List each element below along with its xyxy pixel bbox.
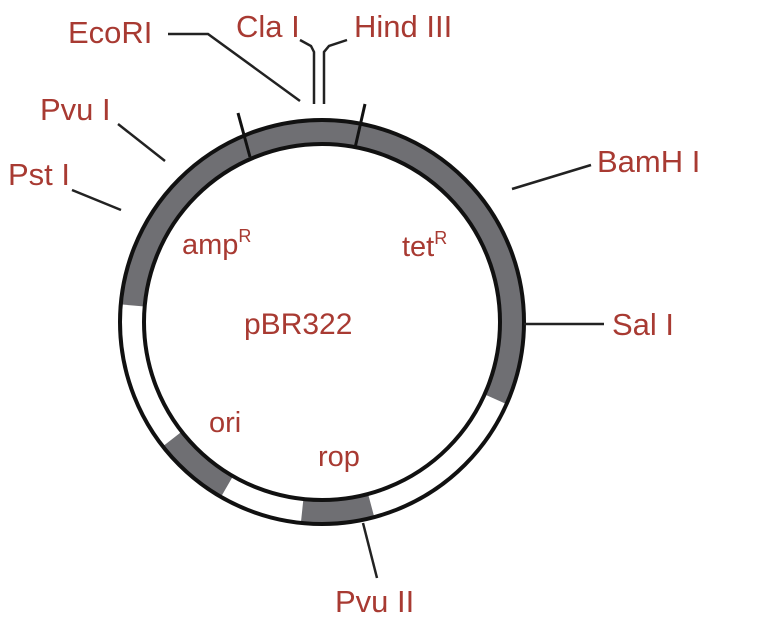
amp-gene-sup: R — [238, 226, 251, 246]
psti-label: Pst I — [8, 157, 70, 192]
bamhi-leader — [511, 163, 592, 191]
pvui-leader — [117, 123, 166, 162]
segment-divider-left — [236, 112, 252, 158]
ring-outer-outline — [118, 118, 526, 526]
pvuii-leader — [361, 522, 379, 579]
clai-label: Cla I — [236, 9, 300, 44]
plasmid-name-label: pBR322 — [244, 308, 352, 341]
ori-segment — [162, 431, 233, 497]
psti-leader — [71, 188, 122, 212]
pvuii-label: Pvu II — [335, 584, 414, 619]
ecori-leader — [168, 32, 301, 103]
plasmid-interior — [144, 144, 500, 500]
amp-gene-label: ampR — [182, 226, 251, 261]
hindiii-leader — [322, 38, 348, 104]
tet-gene-sup: R — [434, 228, 447, 248]
rop-gene-label: rop — [318, 441, 360, 473]
sali-label: Sal I — [612, 307, 674, 342]
pvui-label: Pvu I — [40, 92, 111, 127]
clai-leader — [299, 38, 316, 104]
hindiii-label: Hind III — [354, 9, 452, 44]
ori-gene-label: ori — [209, 407, 241, 439]
ecori-label: EcoRI — [68, 15, 152, 50]
amp-gene-base: amp — [182, 229, 238, 261]
ring-inner-outline — [142, 142, 502, 502]
tet-gene-label: tetR — [402, 228, 447, 263]
segment-divider-right — [353, 103, 367, 149]
bamhi-label: BamH I — [597, 144, 700, 179]
tet-gene-base: tet — [402, 231, 434, 263]
